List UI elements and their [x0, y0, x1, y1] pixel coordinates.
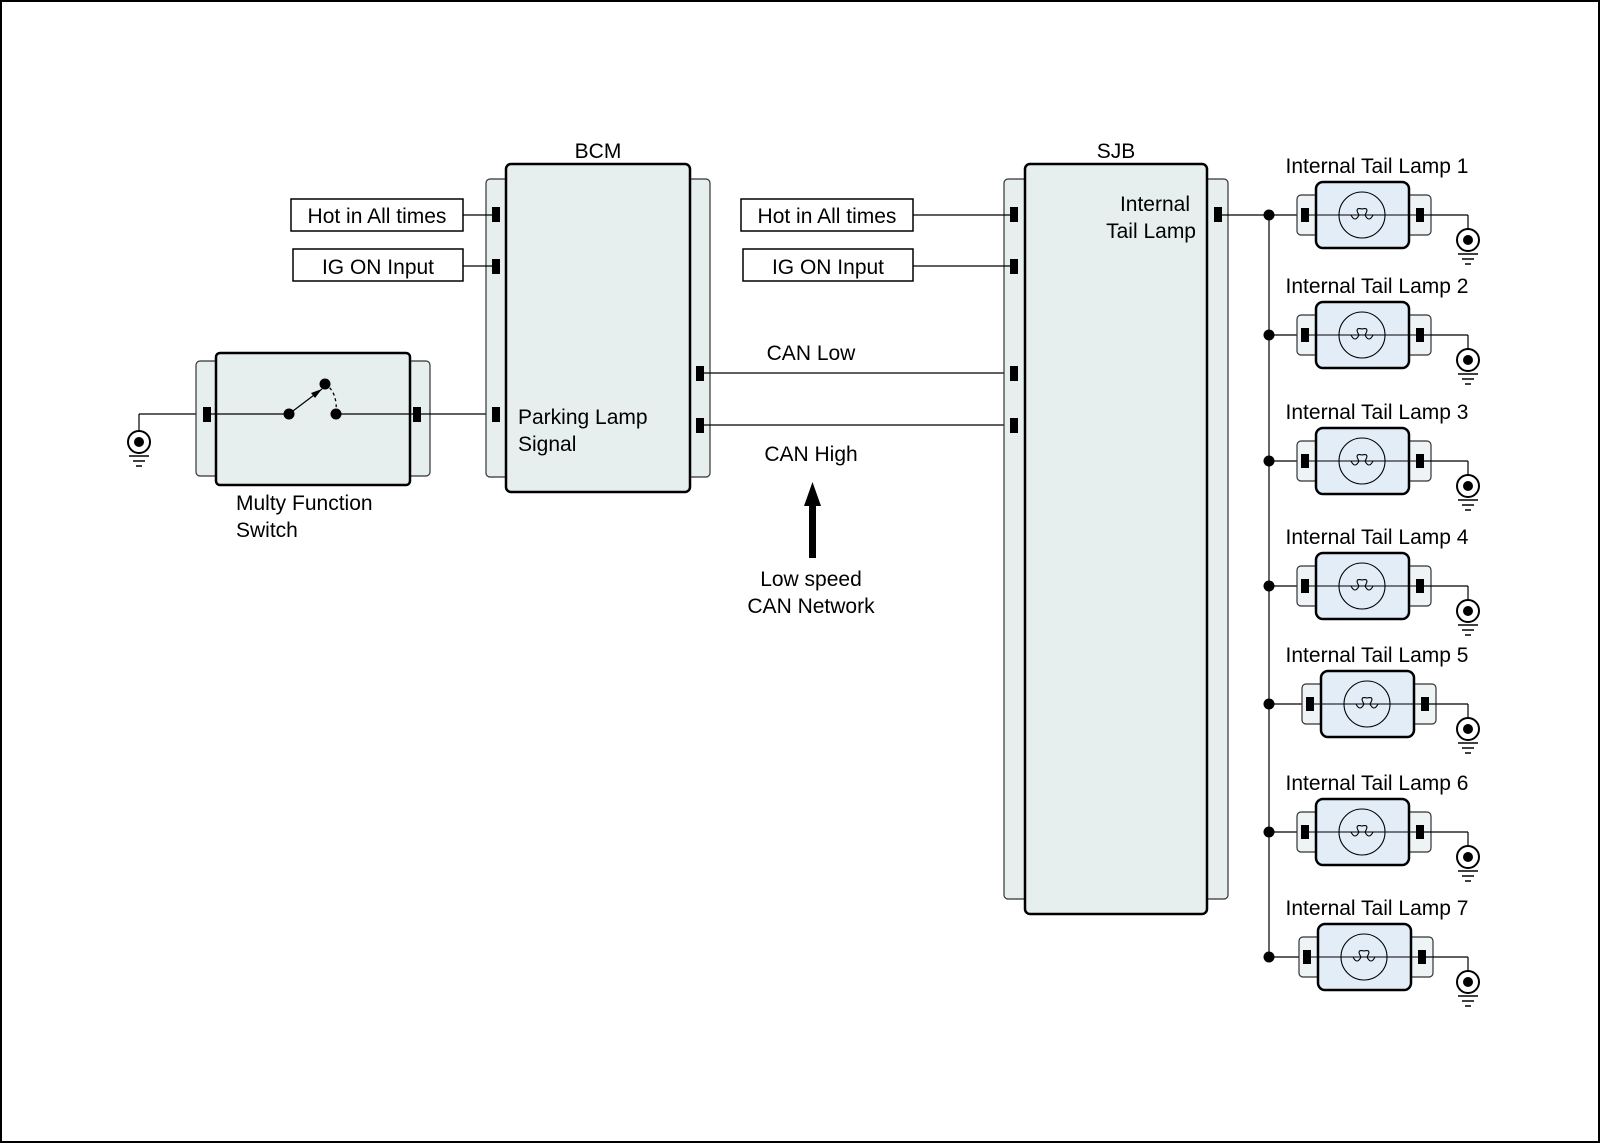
tail-lamp-7-label: Internal Tail Lamp 7	[1286, 897, 1469, 920]
switch-label-line1: Multy Function	[236, 492, 373, 515]
tail-lamp-3: Internal Tail Lamp 3	[1263, 401, 1480, 511]
ground-icon	[1456, 599, 1480, 636]
bcm-signal-line1: Parking Lamp	[518, 406, 648, 429]
up-arrow-icon	[804, 482, 821, 558]
ground-icon	[1456, 845, 1480, 882]
tail-lamp-2: Internal Tail Lamp 2	[1263, 275, 1480, 385]
network-label-line1: Low speed	[760, 568, 862, 591]
bcm-title: BCM	[575, 140, 622, 163]
sjb-output-line1: Internal	[1120, 193, 1190, 216]
bcm-module	[485, 162, 711, 494]
tail-lamp-3-label: Internal Tail Lamp 3	[1286, 401, 1469, 424]
sjb-hot-input	[740, 198, 1010, 232]
can-low-label: CAN Low	[767, 342, 857, 365]
tail-lamp-6-label: Internal Tail Lamp 6	[1286, 772, 1469, 795]
tail-lamp-4-label: Internal Tail Lamp 4	[1286, 526, 1469, 549]
ground-icon	[1456, 228, 1480, 265]
bcm-ig-input	[292, 248, 492, 282]
bcm-hot-label: Hot in All times	[308, 205, 447, 228]
sjb-module	[1003, 162, 1229, 916]
can-high-label: CAN High	[764, 443, 857, 466]
ground-icon	[1456, 717, 1480, 754]
tail-lamp-1: Internal Tail Lamp 1	[1263, 155, 1480, 265]
tail-lamps-group: Internal Tail Lamp 1 Internal Tail Lamp 2…	[1263, 155, 1480, 1007]
bcm-signal-line2: Signal	[518, 433, 576, 456]
network-label-line2: CAN Network	[747, 595, 875, 618]
ground-icon	[1456, 474, 1480, 511]
sjb-ig-label: IG ON Input	[772, 256, 884, 279]
tail-lamp-5: Internal Tail Lamp 5	[1263, 644, 1480, 754]
sjb-ig-input	[742, 248, 1010, 282]
sjb-hot-label: Hot in All times	[758, 205, 897, 228]
tail-lamp-6: Internal Tail Lamp 6	[1263, 772, 1480, 882]
switch-label-line2: Switch	[236, 519, 298, 542]
multi-function-switch	[195, 351, 431, 487]
tail-lamp-1-label: Internal Tail Lamp 1	[1286, 155, 1469, 178]
ground-icon	[1456, 348, 1480, 385]
bcm-hot-input	[290, 198, 492, 232]
tail-lamp-5-label: Internal Tail Lamp 5	[1286, 644, 1469, 667]
ground-symbol-switch	[127, 413, 206, 467]
tail-lamp-7: Internal Tail Lamp 7	[1263, 897, 1480, 1007]
sjb-title: SJB	[1097, 140, 1136, 163]
tail-lamp-2-label: Internal Tail Lamp 2	[1286, 275, 1469, 298]
ground-icon	[1456, 970, 1480, 1007]
sjb-output-line2: Tail Lamp	[1106, 220, 1196, 243]
tail-lamp-4: Internal Tail Lamp 4	[1263, 526, 1480, 636]
bcm-ig-label: IG ON Input	[322, 256, 434, 279]
